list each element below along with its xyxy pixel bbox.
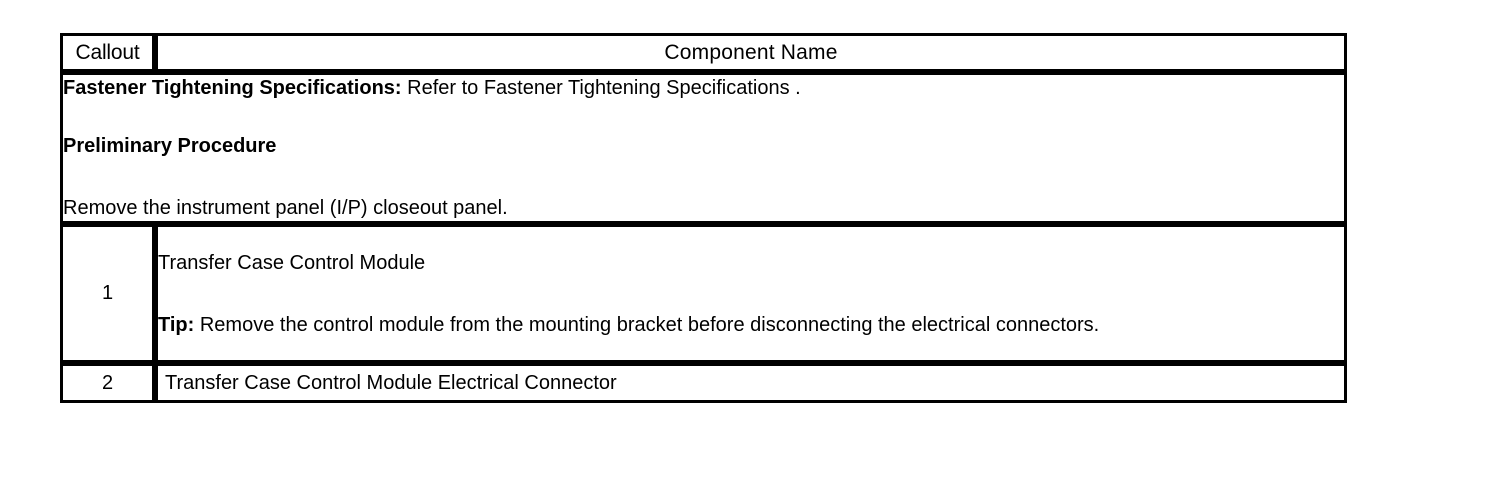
component-name-2: Transfer Case Control Module Electrical … xyxy=(165,372,617,394)
table-header: Callout Component Name xyxy=(60,33,1347,72)
table-body: Fastener Tightening Specifications: Refe… xyxy=(60,72,1347,403)
component-cell-1: Transfer Case Control Module Tip: Remove… xyxy=(155,224,1347,363)
fastener-spec-line: Fastener Tightening Specifications: Refe… xyxy=(63,75,1344,101)
fastener-spec-text: Refer to Fastener Tightening Specificati… xyxy=(401,77,801,99)
component-name-1: Transfer Case Control Module xyxy=(158,251,426,274)
column-header-component-name: Component Name xyxy=(155,33,1347,72)
table-row: 2 Transfer Case Control Module Electrica… xyxy=(60,363,1347,403)
preliminary-procedure-step: Remove the instrument panel (I/P) closeo… xyxy=(63,197,508,219)
tip-text: Remove the control module from the mount… xyxy=(194,313,1100,336)
component-callout-table: Callout Component Name Fastener Tighteni… xyxy=(60,33,1347,403)
preliminary-notes-cell: Fastener Tightening Specifications: Refe… xyxy=(60,72,1347,224)
tip-label: Tip: xyxy=(158,313,195,336)
callout-number-1: 1 xyxy=(60,224,155,363)
callout-number-2: 2 xyxy=(60,363,155,403)
preliminary-procedure-heading: Preliminary Procedure xyxy=(63,135,277,157)
notes-row: Fastener Tightening Specifications: Refe… xyxy=(60,72,1347,224)
table-row: 1 Transfer Case Control Module Tip: Remo… xyxy=(60,224,1347,363)
column-header-callout: Callout xyxy=(60,33,155,72)
fastener-spec-label: Fastener Tightening Specifications: xyxy=(63,77,402,99)
component-cell-2: Transfer Case Control Module Electrical … xyxy=(155,363,1347,403)
component-tip-1: Tip: Remove the control module from the … xyxy=(158,312,1344,338)
header-row: Callout Component Name xyxy=(60,33,1347,72)
